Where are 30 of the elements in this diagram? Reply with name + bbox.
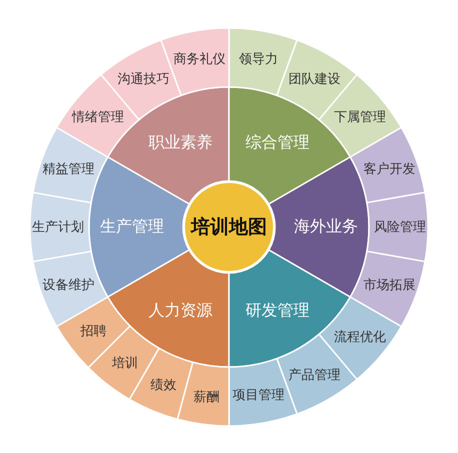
segment-label: 团队建设 <box>288 70 340 88</box>
segment-label: 设备维护 <box>42 277 94 294</box>
segment-label: 精益管理 <box>42 160 94 178</box>
segment-label: 薪酬 <box>194 388 220 406</box>
segment-label: 下属管理 <box>334 109 386 126</box>
segment-label: 流程优化 <box>334 328 386 346</box>
category-segment <box>107 250 229 367</box>
segment-label: 风险管理 <box>374 219 426 236</box>
segment-label: 产品管理 <box>288 367 340 384</box>
segment-label: 沟通技巧 <box>118 70 170 88</box>
center-title: 培训地图 <box>191 215 267 240</box>
topic-segment <box>350 127 425 203</box>
segment-label: 生产管理 <box>100 216 164 238</box>
segment-label: 综合管理 <box>246 132 310 154</box>
segment-label: 人力资源 <box>148 300 212 322</box>
segment-label: 绩效 <box>150 376 177 394</box>
segment-label: 客户开发 <box>364 160 416 178</box>
segment-label: 商务礼仪 <box>173 50 226 68</box>
segment-label: 招聘 <box>80 323 106 340</box>
segment-label: 研发管理 <box>246 300 310 322</box>
segment-label: 职业素养 <box>148 132 212 154</box>
segment-label: 情绪管理 <box>72 109 124 126</box>
segment-label: 培训 <box>112 354 138 372</box>
segment-label: 市场拓展 <box>364 277 416 294</box>
topic-segment <box>177 362 229 426</box>
segment-label: 海外业务 <box>294 216 358 238</box>
segment-label: 生产计划 <box>32 219 84 236</box>
segment-label: 领导力 <box>239 50 278 68</box>
segment-label: 项目管理 <box>232 387 285 404</box>
topic-segment <box>30 192 92 262</box>
